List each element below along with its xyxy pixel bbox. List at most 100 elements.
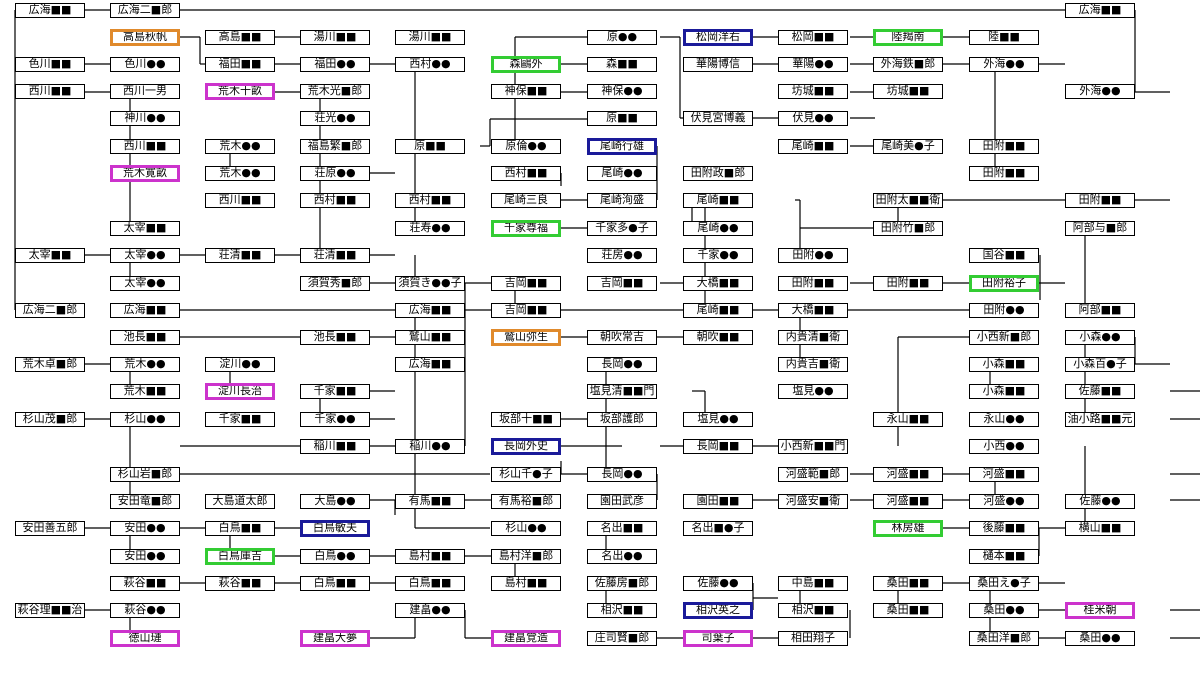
person-node[interactable]: 相田翔子 xyxy=(778,630,848,646)
person-node[interactable]: 荒木十畝 xyxy=(205,82,275,100)
person-node[interactable]: 小西●● xyxy=(969,438,1039,454)
person-node[interactable]: 広海二■郎 xyxy=(110,2,180,18)
person-node[interactable]: 建畠大夢 xyxy=(300,629,370,647)
person-node[interactable]: 長岡●● xyxy=(587,466,657,482)
person-node[interactable]: 坊城■■ xyxy=(778,83,848,99)
person-node[interactable]: 西村●● xyxy=(395,56,465,72)
person-node[interactable]: 原倫●● xyxy=(491,138,561,154)
person-node[interactable]: 原■■ xyxy=(587,110,657,126)
person-node[interactable]: 塩見●● xyxy=(683,411,753,427)
person-node[interactable]: 安田善五郎 xyxy=(15,520,85,536)
person-node[interactable]: 尾崎■■ xyxy=(683,302,753,318)
person-node[interactable]: 桑田洋■郎 xyxy=(969,630,1039,646)
person-node[interactable]: 横山■■ xyxy=(1065,520,1135,536)
person-node[interactable]: 池長■■ xyxy=(300,329,370,345)
person-node[interactable]: 国谷■■ xyxy=(969,247,1039,263)
person-node[interactable]: 尾崎■■ xyxy=(683,192,753,208)
person-node[interactable]: 伏見宮博義 xyxy=(683,110,753,126)
person-node[interactable]: 相沢英之 xyxy=(683,601,753,619)
person-node[interactable]: 坂部護郎 xyxy=(587,411,657,427)
person-node[interactable]: 千家■■ xyxy=(205,411,275,427)
person-node[interactable]: 広海■■ xyxy=(1065,2,1135,18)
person-node[interactable]: 田附■■ xyxy=(969,138,1039,154)
person-node[interactable]: 荒木光■郎 xyxy=(300,83,370,99)
person-node[interactable]: 荘清■■ xyxy=(205,247,275,263)
person-node[interactable]: 荘光●● xyxy=(300,110,370,126)
person-node[interactable]: 尾崎美●子 xyxy=(873,138,943,154)
person-node[interactable]: 森鷗外 xyxy=(491,55,561,73)
person-node[interactable]: 尾崎洵盛 xyxy=(587,192,657,208)
person-node[interactable]: 白鳥敏夫 xyxy=(300,519,370,537)
person-node[interactable]: 福田■■ xyxy=(205,56,275,72)
person-node[interactable]: 千家■■ xyxy=(300,383,370,399)
person-node[interactable]: 桑田■■ xyxy=(873,575,943,591)
person-node[interactable]: 河盛範■郎 xyxy=(778,466,848,482)
person-node[interactable]: 有馬■■ xyxy=(395,493,465,509)
person-node[interactable]: 相沢■■ xyxy=(587,602,657,618)
person-node[interactable]: 湯川■■ xyxy=(300,29,370,45)
person-node[interactable]: 太宰●● xyxy=(110,275,180,291)
person-node[interactable]: 尾崎行雄 xyxy=(587,137,657,155)
person-node[interactable]: 須賀き●●子 xyxy=(395,275,465,291)
person-node[interactable]: 小森百●子 xyxy=(1065,356,1135,372)
person-node[interactable]: 佐藤●● xyxy=(1065,493,1135,509)
person-node[interactable]: 華陽●● xyxy=(778,56,848,72)
person-node[interactable]: 河盛■■ xyxy=(873,466,943,482)
person-node[interactable]: 千家●● xyxy=(683,247,753,263)
person-node[interactable]: 広海二■郎 xyxy=(15,302,85,318)
person-node[interactable]: 原●● xyxy=(587,29,657,45)
person-node[interactable]: 須賀秀■郎 xyxy=(300,275,370,291)
person-node[interactable]: 白鳥■■ xyxy=(300,575,370,591)
person-node[interactable]: 長岡外史 xyxy=(491,437,561,455)
person-node[interactable]: 白鳥●● xyxy=(300,548,370,564)
person-node[interactable]: 塩見●● xyxy=(778,383,848,399)
person-node[interactable]: 池長■■ xyxy=(110,329,180,345)
person-node[interactable]: 色川●● xyxy=(110,56,180,72)
person-node[interactable]: 西川■■ xyxy=(15,83,85,99)
person-node[interactable]: 永山■■ xyxy=(873,411,943,427)
person-node[interactable]: 田附政■郎 xyxy=(683,165,753,181)
person-node[interactable]: 大橋■■ xyxy=(683,275,753,291)
person-node[interactable]: 西村■■ xyxy=(300,192,370,208)
person-node[interactable]: 司葉子 xyxy=(683,629,753,647)
person-node[interactable]: 荒木●● xyxy=(110,356,180,372)
person-node[interactable]: 杉山●● xyxy=(491,520,561,536)
person-node[interactable]: 荒木●● xyxy=(205,165,275,181)
person-node[interactable]: 華陽博信 xyxy=(683,56,753,72)
person-node[interactable]: 白鳥■■ xyxy=(205,520,275,536)
person-node[interactable]: 淀川長治 xyxy=(205,382,275,400)
person-node[interactable]: 荘寿●● xyxy=(395,220,465,236)
person-node[interactable]: 西川一男 xyxy=(110,83,180,99)
person-node[interactable]: 田附■■ xyxy=(873,275,943,291)
person-node[interactable]: 高島秋帆 xyxy=(110,28,180,46)
person-node[interactable]: 西村■■ xyxy=(491,165,561,181)
person-node[interactable]: 吉岡■■ xyxy=(587,275,657,291)
person-node[interactable]: 内貴清■衛 xyxy=(778,329,848,345)
person-node[interactable]: 中島■■ xyxy=(778,575,848,591)
person-node[interactable]: 福島繁■郎 xyxy=(300,138,370,154)
person-node[interactable]: 神川●● xyxy=(110,110,180,126)
person-node[interactable]: 河盛●● xyxy=(969,493,1039,509)
person-node[interactable]: 内貴吉■衛 xyxy=(778,356,848,372)
person-node[interactable]: 陸■■ xyxy=(969,29,1039,45)
person-node[interactable]: 田附●● xyxy=(778,247,848,263)
person-node[interactable]: 桑田え●子 xyxy=(969,575,1039,591)
person-node[interactable]: 稲川●● xyxy=(395,438,465,454)
person-node[interactable]: 外海●● xyxy=(969,56,1039,72)
person-node[interactable]: 小森■■ xyxy=(969,356,1039,372)
person-node[interactable]: 陸羯南 xyxy=(873,28,943,46)
person-node[interactable]: 田附裕子 xyxy=(969,274,1039,292)
person-node[interactable]: 安田竜■郎 xyxy=(110,493,180,509)
person-node[interactable]: 島村■■ xyxy=(395,548,465,564)
person-node[interactable]: 西川■■ xyxy=(205,192,275,208)
person-node[interactable]: 佐藤房■郎 xyxy=(587,575,657,591)
person-node[interactable]: 有馬裕■郎 xyxy=(491,493,561,509)
person-node[interactable]: 田附■■ xyxy=(969,165,1039,181)
person-node[interactable]: 杉山●● xyxy=(110,411,180,427)
person-node[interactable]: 徳山璉 xyxy=(110,629,180,647)
person-node[interactable]: 荒木卓■郎 xyxy=(15,356,85,372)
person-node[interactable]: 田附■■ xyxy=(778,275,848,291)
person-node[interactable]: 阿部与■郎 xyxy=(1065,220,1135,236)
person-node[interactable]: 太宰■■ xyxy=(15,247,85,263)
person-node[interactable]: 白鳥■■ xyxy=(395,575,465,591)
